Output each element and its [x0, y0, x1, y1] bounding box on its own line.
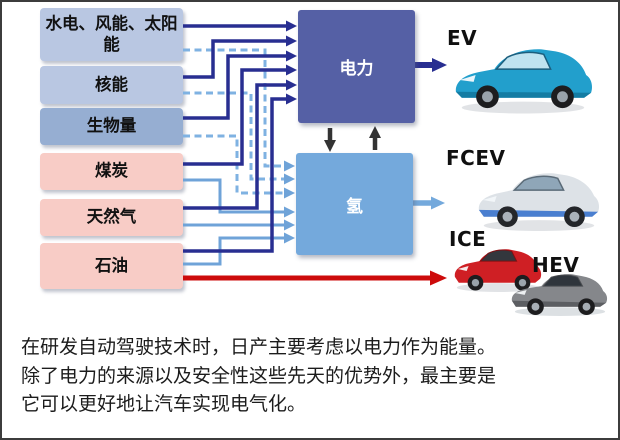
source-box-nuclear: 核能: [40, 66, 183, 104]
electricity-box: 电力: [298, 10, 415, 123]
flow-oil-to-electricity: [183, 93, 297, 253]
source-box-coal: 煤炭: [40, 153, 183, 190]
flow-gas-to-electricity: [183, 79, 297, 210]
flow-nuclear-to-electricity: [183, 35, 297, 79]
ev-label: EV: [447, 26, 478, 50]
caption-line-2: 除了电力的来源以及安全性这些先天的优势外，最主要是: [21, 364, 497, 387]
source-label-renewables: 水电、风能、太阳能: [45, 13, 178, 54]
source-box-biomass: 生物量: [40, 108, 183, 145]
flow-coal-to-hydrogen: [183, 178, 295, 218]
source-box-oil: 石油: [40, 243, 183, 289]
ev-car-image: [455, 49, 592, 114]
hydrogen-label: 氢: [346, 196, 363, 217]
fcev-car-image: [478, 173, 600, 231]
source-label-coal: 煤炭: [95, 161, 128, 181]
source-label-natural-gas: 天然气: [86, 207, 137, 227]
source-label-biomass: 生物量: [86, 116, 137, 136]
electricity-label: 电力: [339, 59, 374, 79]
source-label-oil: 石油: [95, 255, 128, 275]
ice-car-image: [454, 249, 542, 292]
hydrogen-box: 氢: [296, 153, 413, 255]
fcev-label: FCEV: [446, 146, 506, 170]
flow-coal-to-electricity: [183, 64, 297, 166]
caption-text: 在研发自动驾驶技术时，日产主要考虑以电力作为能量。 除了电力的来源以及安全性这些…: [21, 333, 607, 419]
source-label-nuclear: 核能: [95, 74, 128, 94]
flow-renewables-to-hydrogen: [183, 48, 295, 172]
source-box-natural-gas: 天然气: [40, 199, 183, 236]
caption-line-3: 它可以更好地让汽车实现电气化。: [21, 393, 307, 415]
flow-biomass-to-electricity: [183, 50, 297, 120]
hev-label: HEV: [532, 253, 580, 277]
source-box-renewables: 水电、风能、太阳能: [40, 8, 183, 61]
hev-car-image: [511, 274, 608, 317]
caption-line-1: 在研发自动驾驶技术时，日产主要考虑以电力作为能量。: [21, 336, 497, 358]
ice-label: ICE: [449, 227, 487, 251]
